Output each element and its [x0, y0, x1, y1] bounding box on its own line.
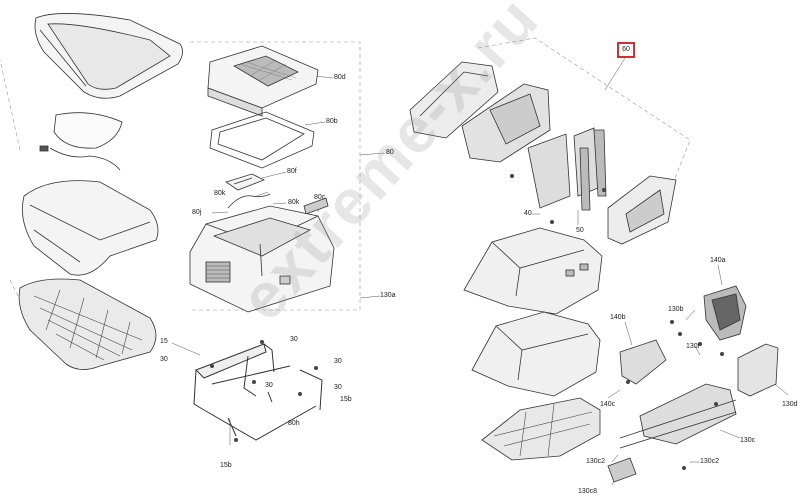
label-30-a[interactable]: 30 [290, 336, 298, 343]
label-30-c[interactable]: 30 [334, 358, 342, 365]
label-80d[interactable]: 80d [334, 74, 346, 81]
label-15b-a[interactable]: 15b [340, 396, 352, 403]
assembly-80-bracket [190, 41, 361, 311]
seat-foam [21, 180, 159, 276]
label-140c[interactable]: 140c [600, 401, 616, 408]
label-130c2-a[interactable]: 130c2 [586, 458, 606, 465]
label-30-b[interactable]: 30 [160, 356, 168, 363]
cable [227, 193, 271, 209]
label-80[interactable]: 80 [386, 149, 394, 156]
label-130c8[interactable]: 130c8 [578, 488, 598, 495]
seat-lower-frame [481, 397, 601, 461]
label-130c[interactable]: 130c [740, 437, 756, 444]
label-130d[interactable]: 130d [782, 401, 798, 408]
label-50[interactable]: 50 [576, 227, 584, 234]
label-15[interactable]: 15 [160, 338, 168, 345]
label-80h[interactable]: 80h [288, 420, 300, 427]
seat-frame [193, 343, 323, 441]
label-80k-b[interactable]: 80k [288, 199, 300, 206]
label-80j[interactable]: 80j [192, 209, 202, 216]
seat-rail [639, 383, 737, 445]
bracket [303, 197, 329, 215]
gasket [209, 111, 315, 169]
label-80c[interactable]: 80c [314, 194, 326, 201]
label-30-d[interactable]: 30 [265, 382, 273, 389]
label-80f[interactable]: 80f [287, 168, 297, 175]
label-40[interactable]: 40 [524, 210, 532, 217]
seat-upper-shell [463, 227, 603, 315]
latch [225, 173, 265, 191]
bracket-140b [619, 339, 667, 385]
label-130b[interactable]: 130b [668, 306, 684, 313]
label-80b[interactable]: 80b [326, 118, 338, 125]
label-140b[interactable]: 140b [610, 314, 626, 321]
seat-base [18, 278, 157, 370]
assembly-60-bracket [477, 37, 691, 231]
label-80k-a[interactable]: 80k [214, 190, 226, 197]
label-130a[interactable]: 130a [380, 292, 396, 299]
seat-lower-shell [471, 311, 601, 397]
label-30-e[interactable]: 30 [334, 384, 342, 391]
side-panel-130d [737, 343, 779, 397]
clip-130c8 [607, 457, 637, 483]
label-15b-b[interactable]: 15b [220, 462, 232, 469]
label-140a[interactable]: 140a [710, 257, 726, 264]
backrest-cover [409, 61, 499, 139]
label-130c2-b[interactable]: 130c2 [700, 458, 720, 465]
heating-pad [53, 112, 123, 149]
backrest-bracket [527, 133, 571, 209]
callout-60-highlight[interactable]: 60 [617, 42, 635, 58]
label-130f[interactable]: 130f [686, 343, 700, 350]
